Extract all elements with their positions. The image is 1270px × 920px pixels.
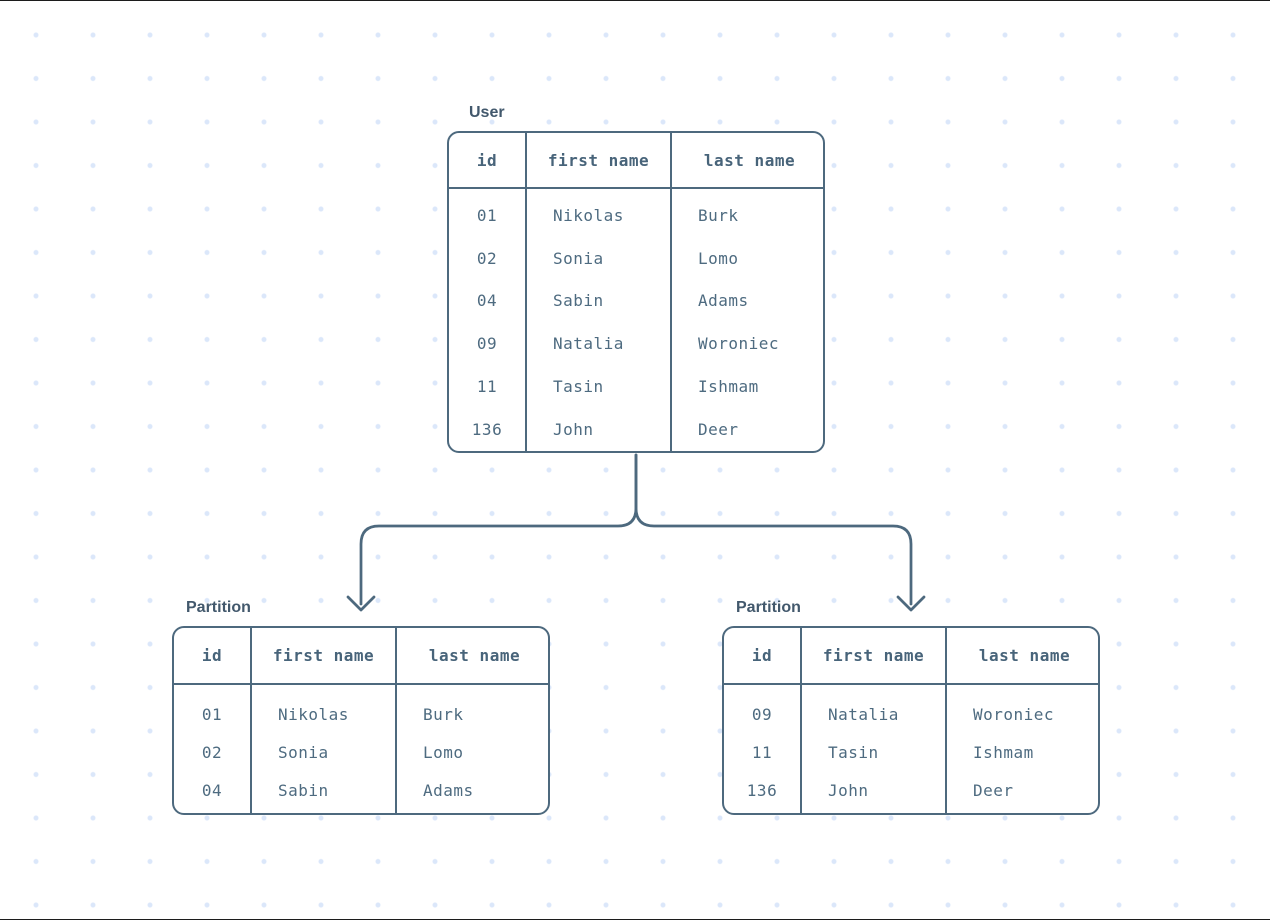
partition-right-title: Partition [736,599,801,616]
partition-left-column-last-name: last name Burk Lomo Adams [395,628,548,813]
partition-right-column-last-name: last name Woroniec Ishmam Deer [945,628,1098,813]
table-cell: Sonia [553,248,604,268]
partition-left-column-first-name: first name Nikolas Sonia Sabin [250,628,395,813]
table-cell: Woroniec [698,334,780,354]
table-cell: Burk [698,205,739,225]
column-body: 09 11 136 [724,685,800,813]
user-table: User id 01 02 04 09 11 136 first name Ni… [447,103,825,453]
partition-table-left: Partition id 01 02 04 first name Nikolas… [172,598,550,815]
table-cell: Lomo [423,742,464,762]
column-header: last name [947,628,1098,685]
table-cell: Nikolas [553,205,624,225]
table-cell: 02 [476,248,498,268]
partition-left-box: id 01 02 04 first name Nikolas Sonia Sab… [172,626,550,815]
partition-right-box: id 09 11 136 first name Natalia Tasin Jo… [722,626,1100,815]
column-body: 01 02 04 09 11 136 [449,189,525,451]
arrowhead-left-icon [346,595,376,612]
user-table-box: id 01 02 04 09 11 136 first name Nikolas… [447,131,825,453]
column-header: first name [527,133,670,189]
table-cell: Woroniec [973,704,1055,724]
column-header: id [724,628,800,685]
table-cell: 01 [201,704,223,724]
table-cell: 136 [746,780,778,800]
table-cell: 136 [471,419,503,439]
table-cell: Tasin [828,742,879,762]
table-cell: John [828,780,869,800]
table-cell: Deer [698,419,739,439]
column-header: last name [672,133,823,189]
column-header: id [449,133,525,189]
user-column-last-name: last name Burk Lomo Adams Woroniec Ishma… [670,133,823,451]
table-cell: Ishmam [973,742,1034,762]
column-body: 01 02 04 [174,685,250,813]
partition-table-right: Partition id 09 11 136 first name Natali… [722,598,1100,815]
column-header: first name [252,628,395,685]
table-cell: 11 [476,377,498,397]
table-cell: 04 [476,291,498,311]
column-body: Burk Lomo Adams [397,685,548,813]
partition-left-title: Partition [186,599,251,616]
user-table-title: User [469,104,505,121]
column-header: last name [397,628,548,685]
arrowhead-right-icon [896,595,926,612]
connector-branch-left [359,453,638,606]
user-column-id: id 01 02 04 09 11 136 [449,133,525,451]
column-body: Nikolas Sonia Sabin [252,685,395,813]
column-body: Natalia Tasin John [802,685,945,813]
table-cell: Deer [973,780,1014,800]
table-cell: Natalia [553,334,624,354]
table-cell: 01 [476,205,498,225]
table-cell: Burk [423,704,464,724]
table-cell: 09 [751,704,773,724]
table-cell: John [553,419,594,439]
connector-branch-right [634,453,913,606]
table-cell: Sabin [553,291,604,311]
user-column-first-name: first name Nikolas Sonia Sabin Natalia T… [525,133,670,451]
table-cell: Natalia [828,704,899,724]
column-body: Woroniec Ishmam Deer [947,685,1098,813]
table-cell: Tasin [553,377,604,397]
table-cell: Adams [698,291,749,311]
table-cell: Sabin [278,780,329,800]
table-cell: Lomo [698,248,739,268]
table-cell: Ishmam [698,377,759,397]
partition-left-column-id: id 01 02 04 [174,628,250,813]
table-cell: Adams [423,780,474,800]
table-cell: Sonia [278,742,329,762]
column-header: first name [802,628,945,685]
table-cell: 02 [201,742,223,762]
column-body: Burk Lomo Adams Woroniec Ishmam Deer [672,189,823,451]
table-cell: 11 [751,742,773,762]
table-cell: 04 [201,780,223,800]
column-header: id [174,628,250,685]
partition-right-column-first-name: first name Natalia Tasin John [800,628,945,813]
partition-right-column-id: id 09 11 136 [724,628,800,813]
table-cell: Nikolas [278,704,349,724]
table-cell: 09 [476,334,498,354]
column-body: Nikolas Sonia Sabin Natalia Tasin John [527,189,670,451]
